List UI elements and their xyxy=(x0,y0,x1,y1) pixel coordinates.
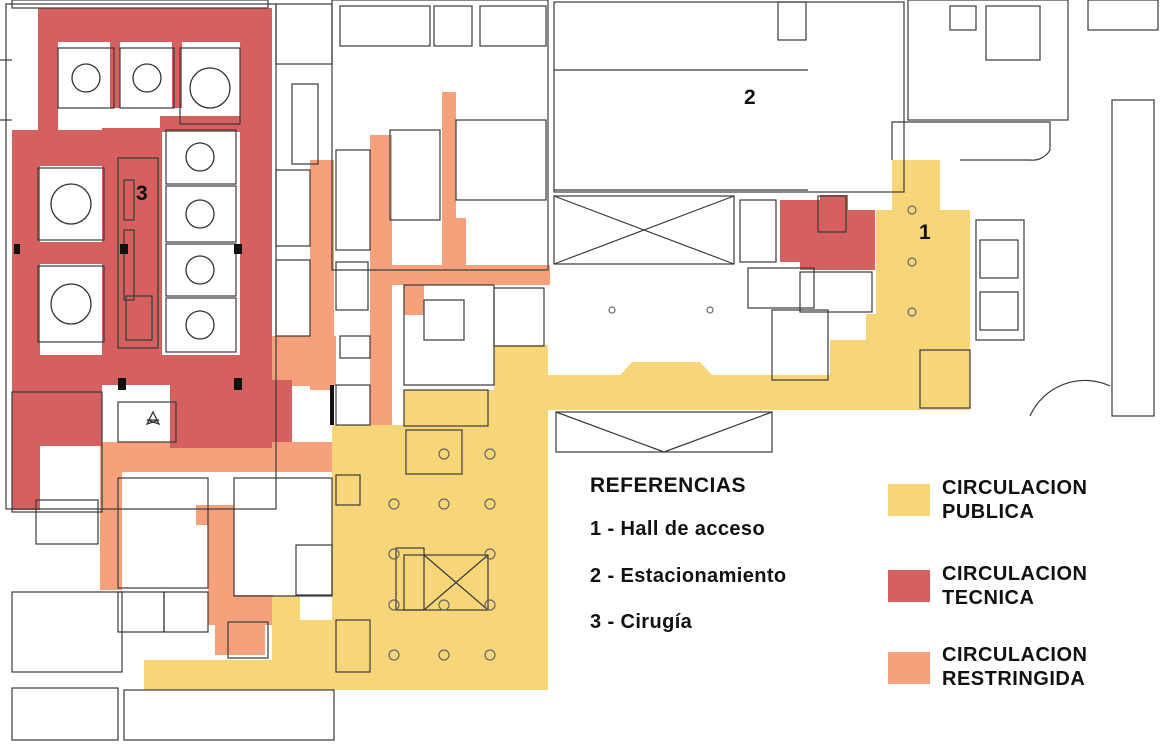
legend-label-tecnica: CIRCULACION TECNICA xyxy=(942,562,1088,610)
legend-publica-line2: PUBLICA xyxy=(942,501,1035,523)
references-title: REFERENCIAS xyxy=(590,474,747,497)
legend-restringida-line1: CIRCULACION xyxy=(942,644,1088,666)
public-circulation-area xyxy=(144,160,970,690)
legend-publica-line1: CIRCULACION xyxy=(942,477,1088,499)
zone-label-parking: 2 xyxy=(744,86,756,109)
reference-item-parking: 2 - Estacionamiento xyxy=(590,565,787,587)
legend-tecnica-line1: CIRCULACION xyxy=(942,563,1088,585)
legend-swatch-publica xyxy=(888,484,930,516)
or-equipment xyxy=(50,63,231,426)
reference-item-hall: 1 - Hall de acceso xyxy=(590,518,766,540)
zone-label-surgery: 3 xyxy=(136,182,148,205)
technical-circulation-area xyxy=(12,8,875,510)
wall-marks xyxy=(14,244,334,425)
legend-label-restringida: CIRCULACION RESTRINGIDA xyxy=(942,643,1088,691)
zone-label-hall: 1 xyxy=(919,221,931,244)
legend-restringida-line2: RESTRINGIDA xyxy=(942,668,1086,690)
restricted-circulation-area xyxy=(100,92,550,655)
reference-item-surgery: 3 - Cirugía xyxy=(590,611,693,633)
legend-swatch-tecnica xyxy=(888,570,930,602)
columns xyxy=(388,205,917,661)
legend-swatch-restringida xyxy=(888,652,930,684)
legend-tecnica-line2: TECNICA xyxy=(942,587,1035,609)
legend-label-publica: CIRCULACION PUBLICA xyxy=(942,476,1088,524)
